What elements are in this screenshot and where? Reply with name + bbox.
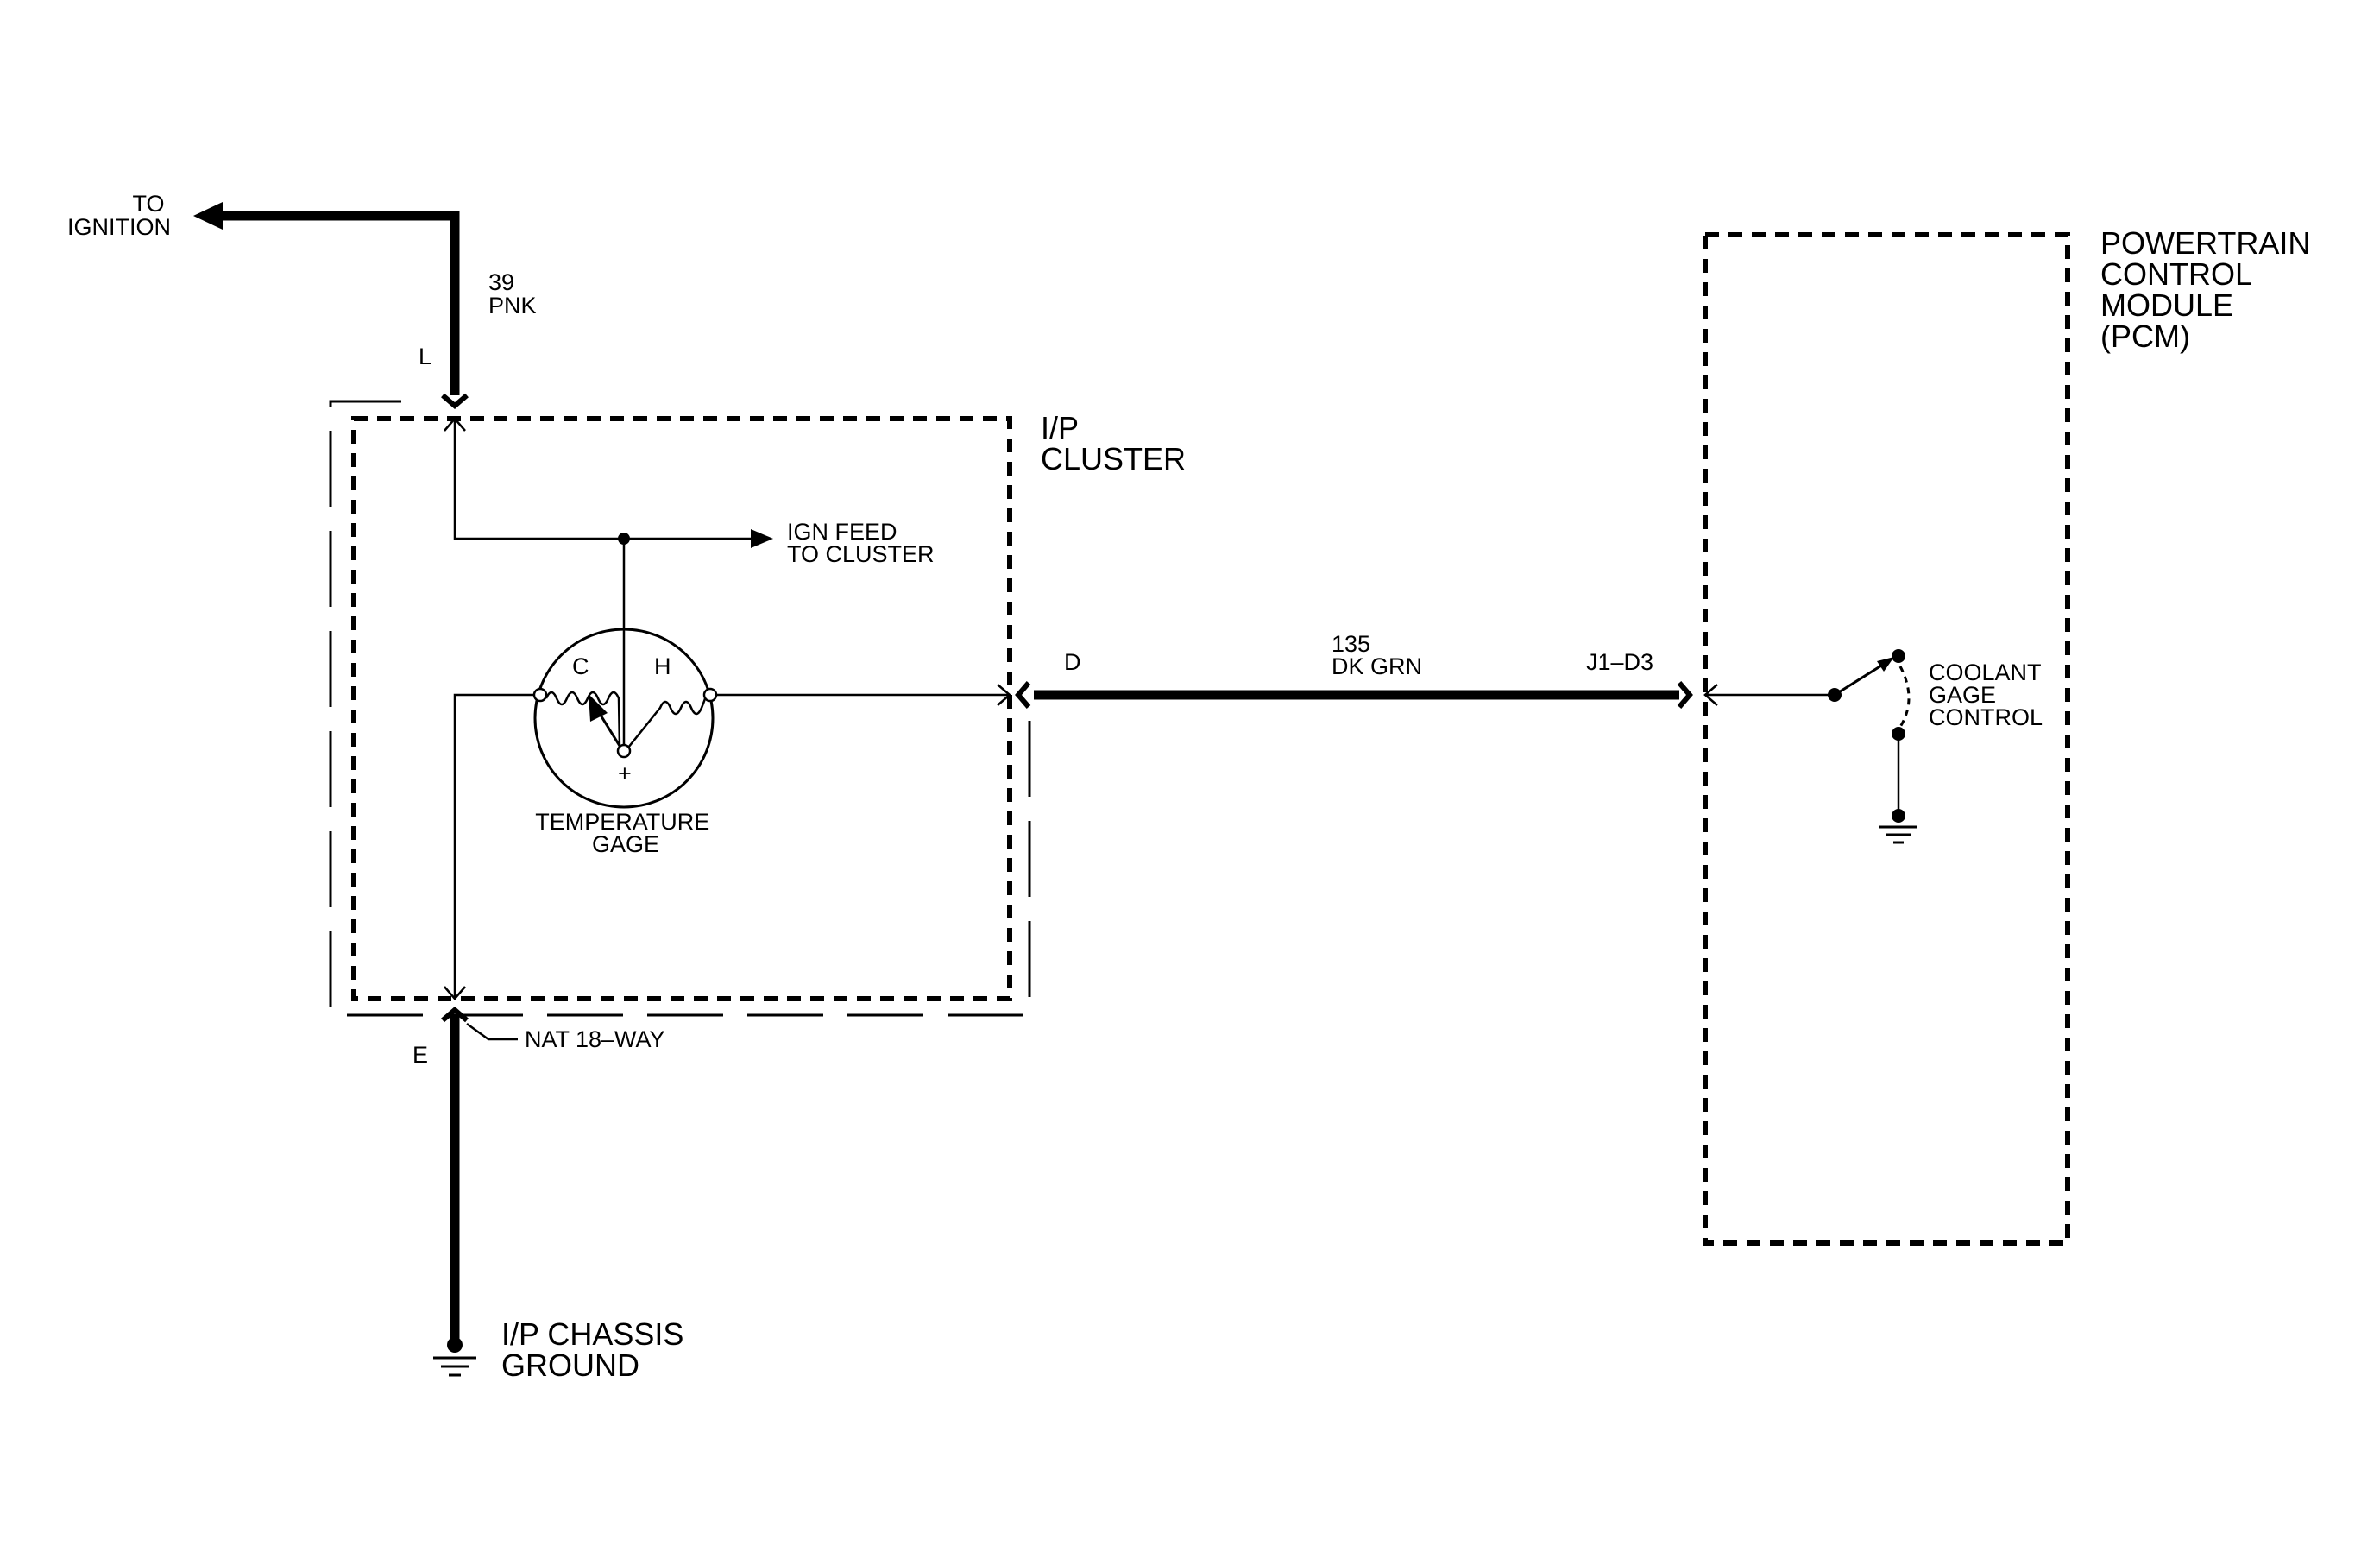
pin-e-entry-arrow-icon — [444, 986, 466, 1000]
connector-leader-line — [466, 1022, 518, 1041]
to-ignition-label: TO IGNITION — [67, 191, 171, 240]
circuit-135-label: 135 DK GRN — [1332, 631, 1422, 679]
connector-label: NAT 18–WAY — [525, 1026, 665, 1052]
ip-cluster-box — [351, 416, 1012, 1001]
gage-h-label: H — [654, 653, 671, 679]
ign-feed-circuit — [444, 417, 773, 751]
pcm-box — [1703, 232, 2070, 1246]
pin-d-entry-arrow-icon — [997, 684, 1011, 706]
to-ignition-arrow-icon — [193, 202, 223, 230]
pin-j1-d3-label: J1–D3 — [1586, 649, 1653, 675]
gage-coil-h-icon — [627, 697, 707, 748]
ip-cluster-label: I/P CLUSTER — [1041, 410, 1186, 476]
ign-feed-arrow-icon — [751, 529, 773, 548]
gage-terminal-c-icon — [532, 687, 548, 703]
temperature-gage-label: TEMPERATURE GAGE — [535, 809, 716, 857]
ground-wire — [433, 1007, 476, 1377]
gage-circle-icon — [533, 628, 715, 809]
pin-l-label: L — [419, 344, 431, 369]
pin-j1-d3-entry-arrow-icon — [1703, 684, 1718, 706]
gage-c-label: C — [572, 653, 589, 679]
gage-coil-c-icon — [545, 691, 621, 748]
coolant-gage-control-label: COOLANT GAGE CONTROL — [1929, 659, 2048, 730]
connector-l-terminal-icon — [441, 393, 469, 409]
gage-terminal-h-icon — [702, 687, 718, 703]
gage-needle-arrow-icon — [589, 694, 608, 722]
gage-plus-label: + — [618, 760, 632, 786]
ip-chassis-ground-label: I/P CHASSIS GROUND — [501, 1316, 692, 1383]
chassis-ground-icon — [433, 1356, 476, 1377]
switch-linkage-icon — [1898, 666, 1911, 728]
pcm-label: POWERTRAIN CONTROL MODULE (PCM) — [2100, 225, 2319, 354]
connector-j1-d3-terminal-icon — [1677, 681, 1693, 709]
connector-e-terminal-icon — [441, 1007, 469, 1023]
ign-feed-label: IGN FEED TO CLUSTER — [787, 519, 935, 567]
pcm-ground-icon — [1879, 825, 1917, 844]
gage-signal-circuit — [716, 684, 1011, 706]
gage-ground-circuit — [444, 693, 534, 1000]
coolant-gage-control-switch — [1703, 649, 1917, 844]
signal-wire-135-dk-grn — [1015, 681, 1693, 709]
connector-d-terminal-icon — [1015, 681, 1031, 709]
pin-l-entry-arrow-icon — [444, 417, 466, 432]
gage-terminal-plus-icon — [616, 743, 632, 759]
pin-d-label: D — [1064, 649, 1081, 675]
switch-contact-upper-icon — [1892, 649, 1905, 663]
temperature-gage — [532, 628, 718, 809]
switch-blade-arrow-icon — [1877, 657, 1894, 672]
circuit-39-label: 39 PNK — [488, 269, 537, 319]
connector-outline — [329, 400, 1031, 1017]
pin-e-label: E — [412, 1042, 428, 1068]
ignition-wire-39-pnk — [193, 202, 469, 409]
